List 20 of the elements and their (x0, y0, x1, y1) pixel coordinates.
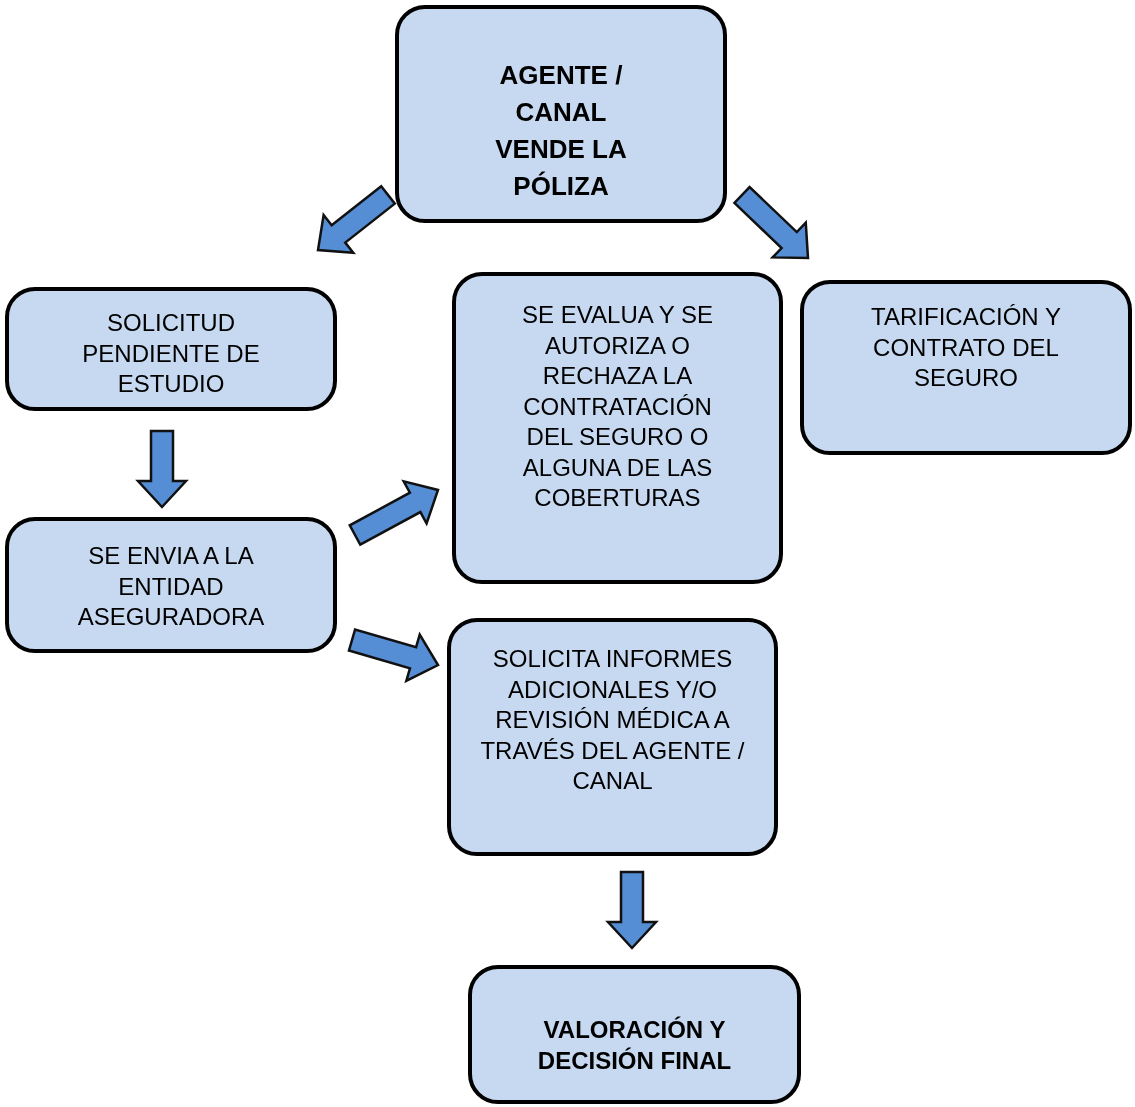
block-arrow (316, 184, 397, 255)
box-label: SOLICITA INFORMES ADICIONALES Y/O REVISIÓN MÉDICA A TRAVÉS DEL AGENTE / CANAL (480, 644, 745, 796)
block-arrow (135, 429, 189, 509)
box-label: TARIFICACIÓN Y CONTRATO DEL SEGURO (870, 302, 1062, 393)
process-box (468, 965, 801, 1104)
process-box (395, 5, 727, 223)
block-arrow (732, 185, 810, 260)
box-label: SE ENVIA A LA ENTIDAD ASEGURADORA (76, 541, 266, 632)
process-box (5, 517, 337, 653)
process-box (800, 280, 1132, 455)
process-box (5, 287, 337, 411)
box-label: SE EVALUA Y SE AUTORIZA O RECHAZA LA CONTRATACIÓN DEL SEGURO O ALGUNA DE LAS COBERTURAS (521, 300, 714, 513)
process-box (452, 272, 783, 584)
box-label: SOLICITUD PENDIENTE DE ESTUDIO (81, 308, 261, 399)
process-box (447, 618, 778, 856)
block-arrow (348, 479, 440, 547)
box-label: AGENTE / CANAL VENDE LA PÓLIZA (494, 59, 628, 203)
block-arrow (605, 870, 659, 950)
box-label: VALORACIÓN Y DECISIÓN FINAL (536, 1015, 733, 1076)
block-arrow (347, 627, 440, 684)
